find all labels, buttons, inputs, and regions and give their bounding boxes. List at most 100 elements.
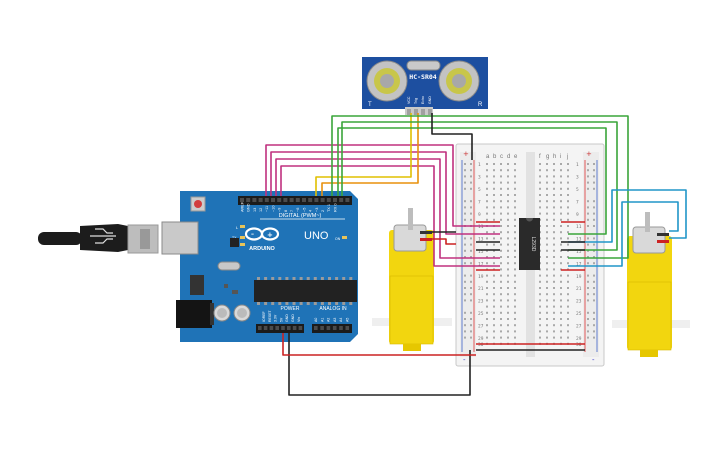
sensor-pin-label: Echo <box>421 96 425 104</box>
row-number: 15 <box>478 249 484 255</box>
column-letter: e <box>514 154 518 160</box>
row-number: 30 <box>576 342 582 348</box>
digital-pin-label: GND <box>247 203 251 212</box>
wire-magenta-2 <box>270 151 500 235</box>
wire-black-sensor <box>431 113 473 160</box>
analog-pin-label: A4 <box>339 318 343 322</box>
digital-pin-label: ~5 <box>302 208 306 212</box>
digital-pin-label: ~11 <box>265 206 269 212</box>
digital-pin-label: 4 <box>309 210 313 212</box>
sensor-pin-label: Trig <box>414 98 418 104</box>
rail-minus-label-right: - <box>592 356 595 364</box>
digital-pin-label: ~9 <box>278 208 282 212</box>
power-pin-label: Vin <box>297 317 301 322</box>
analog-pin-label: A2 <box>327 318 331 322</box>
row-number: 23 <box>478 299 484 305</box>
digital-pin-label: ~6 <box>296 208 300 212</box>
l293d-chip[interactable]: L293D <box>519 218 540 270</box>
row-number: 19 <box>478 274 484 280</box>
digital-label: DIGITAL (PWM~) <box>279 213 322 219</box>
row-number: 7 <box>576 199 579 205</box>
power-pin-label: GND <box>291 314 295 322</box>
wire-yellow <box>315 113 412 196</box>
power-pin-label: 5V <box>279 317 283 322</box>
power-pin-label: GND <box>285 314 289 322</box>
board-model: UNO <box>304 230 329 242</box>
breadboard-jumpers <box>476 221 585 351</box>
chip-label: L293D <box>530 237 536 252</box>
column-letter: g <box>546 154 549 160</box>
digital-pin-label: RX 0 <box>333 204 337 212</box>
column-letter: c <box>500 154 503 160</box>
digital-pin-label: AREF <box>240 201 244 212</box>
svg-text:+: + <box>267 231 273 239</box>
row-number: 11 <box>576 224 582 230</box>
digital-pin-label: 8 <box>284 210 288 212</box>
row-number: 29 <box>576 336 582 342</box>
usb-cable <box>38 224 159 254</box>
row-number: 9 <box>478 212 481 218</box>
power-pin-label: 3.3V <box>274 314 278 322</box>
sensor-t-label: T <box>368 102 372 108</box>
wire-motor-left-red <box>432 238 456 245</box>
wire-green-2 <box>337 127 607 235</box>
row-number: 15 <box>576 249 582 255</box>
row-number: 13 <box>576 237 582 243</box>
column-letter: h <box>553 154 556 160</box>
analog-pin-label: A5 <box>346 318 350 322</box>
power-label: POWER <box>281 306 300 312</box>
row-number: 25 <box>478 311 484 317</box>
logo-text: ARDUINO <box>249 246 275 252</box>
digital-pin-label: 7 <box>290 210 294 212</box>
wire-magenta-4 <box>280 165 500 267</box>
arduino-logo: – + <box>244 227 280 241</box>
wire-black-gnd <box>288 333 471 396</box>
row-number: 17 <box>576 261 582 267</box>
analog-label: ANALOG IN <box>319 306 347 312</box>
dc-motor-left[interactable] <box>372 208 452 351</box>
row-number: 11 <box>478 224 484 230</box>
digital-pin-label: ~3 <box>315 208 319 212</box>
sensor-model: HC-SR04 <box>409 73 436 81</box>
row-number: 25 <box>576 311 582 317</box>
analog-pin-label: A1 <box>320 318 324 322</box>
digital-pin-label: 2 <box>321 210 325 212</box>
column-letter: j <box>566 154 568 160</box>
dc-motor-right[interactable] <box>612 212 690 357</box>
rail-plus-label-right: + <box>586 150 592 158</box>
rail-plus-label: + <box>463 150 469 158</box>
row-number: 21 <box>576 286 582 292</box>
wire-magenta-1 <box>265 144 500 227</box>
row-number: 1 <box>576 162 579 168</box>
row-number: 23 <box>576 299 582 305</box>
reset-button[interactable] <box>194 200 202 208</box>
row-number: 29 <box>478 336 484 342</box>
row-number: 7 <box>478 199 481 205</box>
power-pin-label: RESET <box>268 309 272 322</box>
row-number: 3 <box>576 175 579 181</box>
column-letter: b <box>493 154 497 160</box>
digital-pin-label: 12 <box>259 208 263 212</box>
row-number: 27 <box>576 323 582 329</box>
rail-minus-label: - <box>463 356 466 364</box>
digital-pin-label: 13 <box>253 208 257 212</box>
row-number: 17 <box>478 261 484 267</box>
wire-green-1 <box>331 115 629 259</box>
column-letter: d <box>507 154 510 160</box>
row-number: 9 <box>576 212 579 218</box>
wire-blue-1 <box>568 189 687 243</box>
column-letter: f <box>539 154 541 160</box>
wires <box>265 113 687 396</box>
row-number: 30 <box>478 342 484 348</box>
row-number: 19 <box>576 274 582 280</box>
row-number: 5 <box>478 187 481 193</box>
row-number: 3 <box>478 175 481 181</box>
row-number: 13 <box>478 237 484 243</box>
sensor-pin-label: GND <box>428 96 432 104</box>
wire-red-5v <box>282 333 476 356</box>
wire-green-3 <box>341 121 618 251</box>
sensor-pin-label: VCC <box>407 96 411 104</box>
